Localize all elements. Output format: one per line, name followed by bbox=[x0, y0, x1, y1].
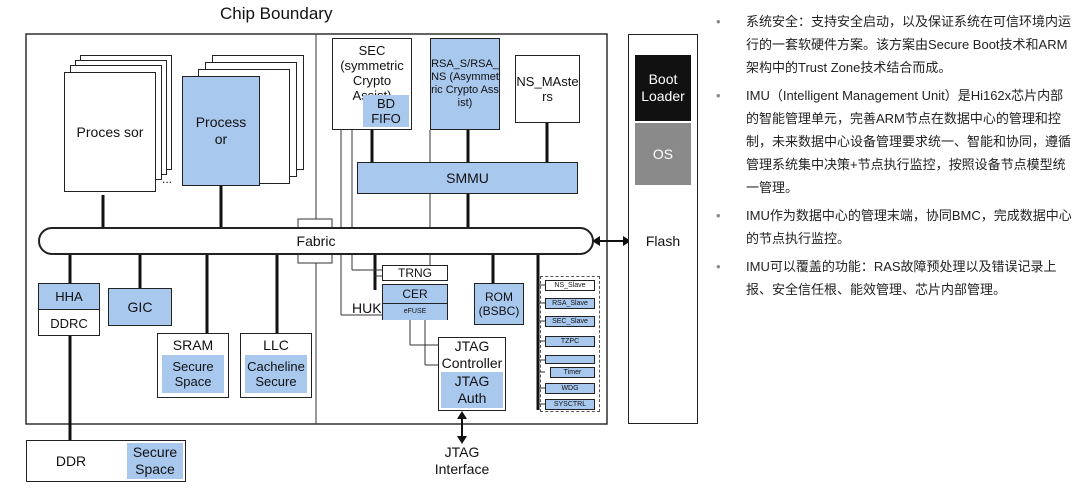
jtag-auth: JTAG Auth bbox=[441, 372, 503, 408]
bullet-icon: • bbox=[716, 208, 721, 223]
notes-list: •系统安全：支持安全启动，以及保证系统在可信环境内运行的一套软硬件方案。该方案由… bbox=[716, 10, 1076, 301]
sram-label: SRAM bbox=[172, 337, 214, 353]
note-item: •系统安全：支持安全启动，以及保证系统在可信环境内运行的一套软硬件方案。该方案由… bbox=[716, 10, 1076, 79]
processor-ellipsis: ... bbox=[162, 172, 173, 186]
hha-label: HHA bbox=[39, 284, 99, 310]
note-item: •IMU（Intelligent Management Unit）是Hi162x… bbox=[716, 84, 1076, 199]
trng-block: TRNG bbox=[382, 265, 448, 281]
llc-label: LLC bbox=[263, 337, 289, 353]
slave-group bbox=[540, 276, 600, 412]
flash-block: Boot Loader OS Flash bbox=[628, 34, 698, 424]
bullet-icon: • bbox=[716, 14, 721, 29]
slave-timer: Timer bbox=[550, 367, 595, 378]
jtag-controller-block: JTAG Controller JTAG Auth bbox=[438, 337, 506, 411]
bd-fifo: BD FIFO bbox=[363, 95, 409, 127]
ddr-block: DDR Secure Space bbox=[26, 440, 186, 482]
jtag-interface-label: JTAG Interface bbox=[434, 444, 490, 477]
processor-1: Proces sor bbox=[64, 72, 156, 192]
bullet-icon: • bbox=[716, 88, 721, 103]
slave-ns: NS_Slave bbox=[545, 280, 595, 291]
efuse-label: eFUSE bbox=[383, 304, 447, 320]
slave-tzpc: TZPC bbox=[545, 336, 595, 347]
slave-wdg: WDG bbox=[545, 383, 595, 394]
fabric-bus: Fabric bbox=[38, 227, 594, 255]
smmu-block: SMMU bbox=[357, 162, 578, 194]
cer-efuse-block: CER eFUSE bbox=[382, 284, 448, 320]
sram-secure-space: Secure Space bbox=[162, 355, 224, 393]
processor-2: Process or bbox=[182, 76, 260, 186]
sram-block: SRAM Secure Space bbox=[157, 333, 229, 398]
gic-block: GIC bbox=[108, 288, 172, 326]
bullet-icon: • bbox=[716, 259, 721, 274]
os-partition: OS bbox=[635, 123, 691, 185]
cer-label: CER bbox=[383, 285, 447, 304]
rom-bsbc-block: ROM (BSBC) bbox=[474, 283, 524, 325]
note-item: •IMU作为数据中心的管理末端，协同BMC，完成数据中心的节点执行监控。 bbox=[716, 204, 1076, 250]
chip-boundary-title: Chip Boundary bbox=[220, 4, 333, 23]
llc-block: LLC Cacheline Secure bbox=[240, 333, 312, 398]
ddr-secure-space: Secure Space bbox=[127, 443, 183, 479]
llc-cacheline-secure: Cacheline Secure bbox=[245, 355, 307, 393]
note-item: •IMU可以覆盖的功能：RAS故障预处理以及错误记录上报、安全信任根、能效管理、… bbox=[716, 255, 1076, 301]
slave-sysctrl: SYSCTRL bbox=[545, 399, 595, 410]
slave-rsa: RSA_Slave bbox=[545, 298, 595, 309]
rsa-block: RSA_S/RSA_NS (Asymmetric Crypto Assist) bbox=[430, 38, 500, 130]
ddrc-label: DDRC bbox=[50, 315, 88, 331]
jtag-controller-label: JTAG Controller bbox=[441, 338, 503, 371]
flash-label: Flash bbox=[645, 233, 681, 249]
ddr-label: DDR bbox=[55, 452, 87, 469]
slave-blank bbox=[545, 355, 595, 364]
slave-sec: SEC_Slave bbox=[545, 316, 595, 327]
boot-loader: Boot Loader bbox=[635, 55, 691, 121]
huk-label: HUK bbox=[352, 300, 382, 316]
ns-masters-block: NS_MAsters bbox=[515, 55, 580, 123]
hha-ddrc-block: HHA DDRC bbox=[38, 283, 100, 336]
